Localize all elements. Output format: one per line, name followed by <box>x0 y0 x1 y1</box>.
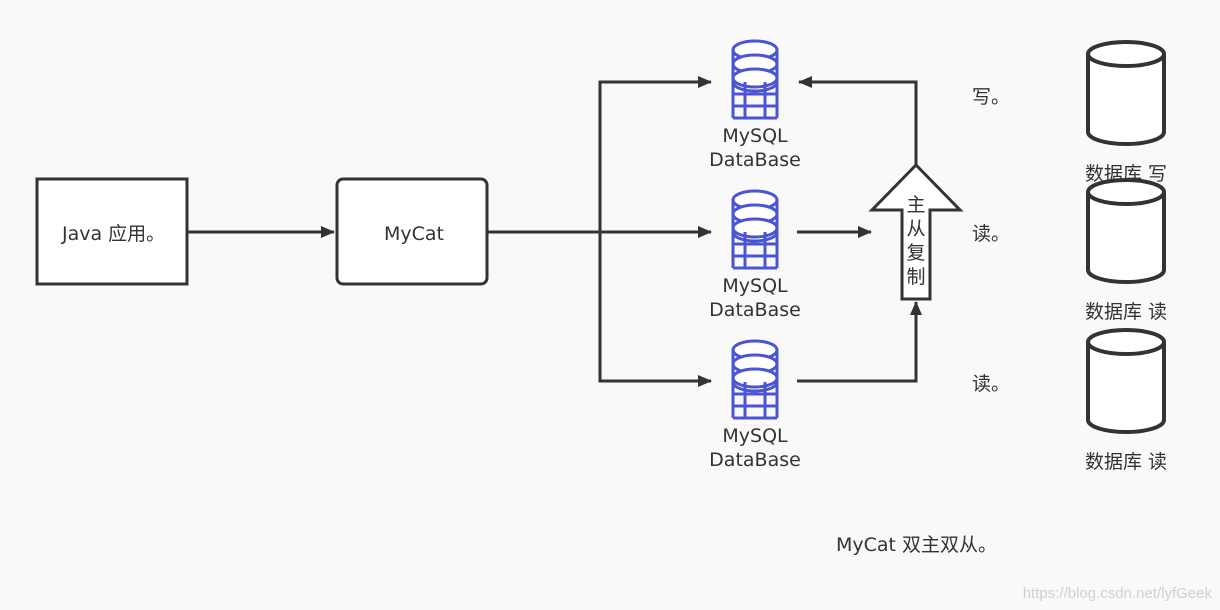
role-read-bot-label: 读。 <box>972 373 1011 395</box>
cylinder-icon-read-2 <box>1086 328 1166 434</box>
java-app-box <box>35 177 189 286</box>
legend-db-read-1-label: 数据库 读 <box>1084 301 1168 323</box>
connector-mycat-to-db-top <box>598 76 712 232</box>
cylinder-icon-write <box>1086 40 1166 146</box>
db-bot-label: MySQL DataBase <box>709 424 801 472</box>
db-bot-label-line2: DataBase <box>709 449 801 471</box>
cylinder-top <box>1086 178 1166 206</box>
replication-char-3: 复 <box>906 242 926 264</box>
replication-char-1: 主 <box>906 194 926 216</box>
replication-char-2: 从 <box>906 218 926 240</box>
db-mid-label: MySQL DataBase <box>709 274 801 322</box>
database-icon-mid <box>731 189 779 270</box>
watermark: https://blog.csdn.net/lyfGeek <box>1022 585 1212 602</box>
connector-replication-to-db-top <box>798 76 918 165</box>
role-write-label: 写。 <box>972 86 1011 108</box>
role-read-mid-label: 读。 <box>972 223 1011 245</box>
db-rack-lines <box>731 82 779 120</box>
mycat-box <box>335 177 489 286</box>
cylinder-icon-read-1 <box>1086 178 1166 284</box>
db-rack-lines <box>731 232 779 270</box>
connector-db-bot-to-replication <box>797 301 922 383</box>
cylinder-top <box>1086 40 1166 68</box>
cylinder-top <box>1086 328 1166 356</box>
db-top-label-line2: DataBase <box>709 149 801 171</box>
connector-mycat-to-db-bot <box>598 232 712 387</box>
db-disk-top <box>731 217 779 239</box>
replication-arrow-shape <box>868 162 964 301</box>
db-top-label: MySQL DataBase <box>709 124 801 172</box>
cylinder-side <box>1086 342 1166 434</box>
replication-label: 主 从 复 制 <box>904 193 928 289</box>
java-app-label: Java 应用。 <box>62 223 166 245</box>
cylinder-side <box>1086 192 1166 284</box>
mycat-label: MyCat <box>384 223 444 245</box>
cylinder-side <box>1086 54 1166 146</box>
legend-db-write-label: 数据库 写 <box>1084 163 1168 185</box>
diagram-caption: MyCat 双主双从。 <box>836 534 998 556</box>
db-disk-top <box>731 67 779 89</box>
db-top-label-line1: MySQL <box>722 125 788 147</box>
db-bot-label-line1: MySQL <box>722 425 788 447</box>
db-disk-top <box>731 367 779 389</box>
legend-db-read-2-label: 数据库 读 <box>1084 451 1168 473</box>
db-mid-label-line2: DataBase <box>709 299 801 321</box>
database-icon-top <box>731 39 779 120</box>
db-rack-lines <box>731 382 779 420</box>
replication-char-4: 制 <box>906 266 926 288</box>
database-icon-bot <box>731 339 779 420</box>
db-mid-label-line1: MySQL <box>722 275 788 297</box>
